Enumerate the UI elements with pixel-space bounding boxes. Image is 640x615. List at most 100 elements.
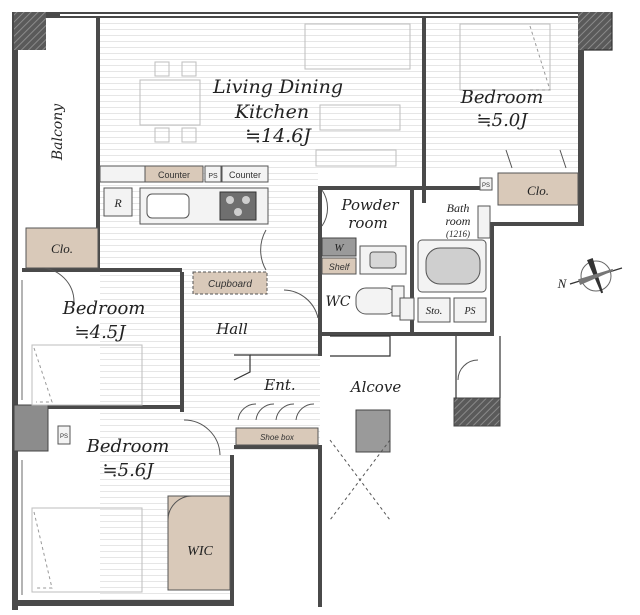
counter-2-label: Counter bbox=[229, 170, 261, 180]
shoe-box-doors bbox=[237, 403, 315, 421]
closet-ne bbox=[497, 172, 579, 206]
storage-areas: Clo. Clo. Cupboard Shoe box Sto. PS WIC bbox=[25, 172, 579, 591]
walk-in-closet bbox=[167, 495, 231, 591]
dining-chair-3 bbox=[154, 127, 170, 143]
dining-chair-2 bbox=[181, 61, 197, 77]
wc-shelf bbox=[399, 297, 415, 321]
counter-1-label: Counter bbox=[158, 170, 190, 180]
compass: N bbox=[557, 258, 623, 294]
bath-label-1: Bath bbox=[447, 201, 470, 215]
furniture bbox=[31, 23, 551, 593]
entrance-angle bbox=[233, 354, 251, 381]
kitchen: Counter PS Counter R bbox=[99, 165, 269, 225]
ldk-size: ≒14.6J bbox=[245, 125, 312, 147]
ldk-label-2: Kitchen bbox=[234, 101, 309, 123]
bath-shelf bbox=[477, 205, 491, 239]
sofa bbox=[304, 23, 411, 70]
closet-w bbox=[25, 227, 99, 269]
storage-label: Sto. bbox=[426, 305, 443, 317]
ps-4-box bbox=[57, 425, 71, 445]
alcove-label: Alcove bbox=[349, 378, 402, 396]
bedroom-ne-label: Bedroom bbox=[460, 87, 544, 108]
powder-label-1: Powder bbox=[340, 196, 399, 214]
compass-ring bbox=[580, 260, 612, 292]
ps-4-label: PS bbox=[60, 434, 68, 440]
ps-wet-label: PS bbox=[463, 306, 475, 317]
wc-label: WC bbox=[325, 294, 350, 310]
compass-north-label: N bbox=[557, 276, 568, 291]
alcove-walls bbox=[455, 336, 501, 398]
dining-chair-1 bbox=[154, 61, 170, 77]
tv-board bbox=[315, 149, 397, 167]
dining-chair-4 bbox=[181, 127, 197, 143]
bath-label-2: room bbox=[446, 214, 471, 228]
powder-door bbox=[321, 189, 328, 227]
ldk-door bbox=[260, 229, 267, 271]
column-ne bbox=[578, 12, 612, 50]
entrance-label: Ent. bbox=[263, 376, 295, 394]
hall-label: Hall bbox=[215, 320, 248, 338]
wall-south bbox=[18, 600, 234, 606]
ps-box-wet bbox=[453, 297, 487, 323]
wall-ldk-bedroom bbox=[422, 18, 426, 203]
shoe-box bbox=[235, 427, 319, 446]
alcove-edge bbox=[330, 335, 391, 357]
shoe-box-label: Shoe box bbox=[260, 433, 295, 442]
ps-1-label: PS bbox=[208, 173, 218, 180]
shelf-box bbox=[321, 257, 357, 275]
ps-1-box bbox=[204, 165, 222, 183]
dining-table bbox=[139, 79, 201, 126]
bedroom-sw-door bbox=[183, 419, 221, 456]
balcony-floor bbox=[18, 18, 100, 600]
closet-w-label: Clo. bbox=[51, 241, 73, 256]
burner-1 bbox=[226, 196, 234, 204]
bed-sw-cover bbox=[33, 511, 53, 589]
washer-label: W bbox=[334, 242, 344, 254]
refrigerator-label: R bbox=[113, 196, 122, 210]
wall-south-wet bbox=[318, 332, 494, 336]
wet-door bbox=[283, 289, 319, 319]
bed-w bbox=[31, 344, 143, 406]
ldk-floor bbox=[100, 18, 422, 168]
wall-east-upper bbox=[578, 50, 584, 225]
balcony-label: Balcony bbox=[50, 103, 66, 161]
bed-w-cover bbox=[33, 347, 53, 403]
bedroom-w-door bbox=[39, 267, 75, 303]
wall-ne-corner bbox=[584, 12, 613, 51]
wall-east-lower bbox=[490, 226, 494, 336]
cupboard-label: Cupboard bbox=[208, 279, 252, 290]
bathtub bbox=[425, 247, 481, 285]
bedroom-sw-label: Bedroom bbox=[86, 436, 170, 457]
closet-ne-label: Clo. bbox=[527, 183, 549, 198]
column-nw bbox=[14, 12, 46, 50]
alcove-gate bbox=[329, 439, 391, 521]
toilet-bowl bbox=[355, 287, 397, 315]
bedroom-w-size: ≒4.5J bbox=[75, 322, 128, 343]
windows bbox=[21, 12, 578, 595]
bedroom-sw-size: ≒5.6J bbox=[103, 460, 156, 481]
counter-1-box bbox=[144, 165, 204, 183]
bed-ne-cover bbox=[529, 25, 551, 91]
column-alcove bbox=[453, 397, 501, 427]
bed-sw bbox=[31, 507, 143, 593]
wall-alcove-west bbox=[318, 445, 322, 607]
counter-2-box bbox=[221, 165, 269, 183]
ps-2-label: PS bbox=[482, 183, 490, 189]
column-alcove-left bbox=[355, 409, 391, 453]
cupboard bbox=[192, 271, 268, 295]
wall-west bbox=[12, 12, 18, 610]
wic-door bbox=[167, 495, 193, 521]
powder-label-2: room bbox=[348, 214, 387, 232]
washer-box bbox=[321, 237, 357, 257]
bedroom-ne-floor bbox=[426, 18, 578, 173]
burner-3 bbox=[234, 208, 242, 216]
wall-wet-north bbox=[318, 186, 490, 190]
bed-ne bbox=[459, 23, 551, 91]
wall-balcony-inner bbox=[96, 18, 100, 268]
wall-kitchen-bedroom bbox=[22, 268, 182, 272]
shelf-label: Shelf bbox=[329, 262, 351, 272]
low-table bbox=[319, 104, 401, 131]
wall-sw-bedroom-east bbox=[230, 455, 234, 605]
wall-powder-bath bbox=[410, 190, 414, 332]
